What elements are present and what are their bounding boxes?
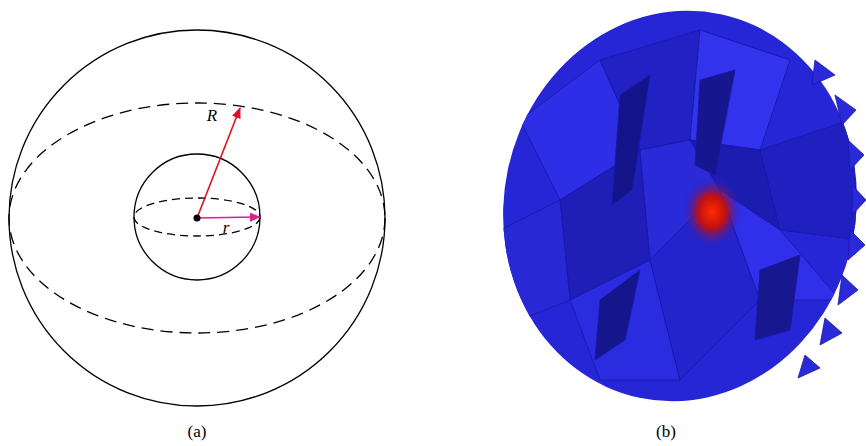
- dimension-label: r: [223, 218, 230, 238]
- radius-arrow: [197, 108, 240, 218]
- outer-equator: [9, 103, 385, 333]
- inner-sphere: [134, 154, 260, 280]
- radius-arrow: [197, 217, 260, 218]
- inner-equator: [134, 198, 260, 236]
- outer-sphere: [9, 30, 385, 406]
- panel-label: (a): [188, 422, 207, 442]
- sphere-figure: [9, 30, 385, 406]
- hot-spot: [682, 176, 742, 248]
- panel-label: (b): [656, 422, 676, 442]
- jagged-edge: [798, 60, 866, 378]
- center-dot: [194, 215, 201, 222]
- mesh-disc: [467, 0, 866, 434]
- dimension-label: R: [207, 106, 217, 126]
